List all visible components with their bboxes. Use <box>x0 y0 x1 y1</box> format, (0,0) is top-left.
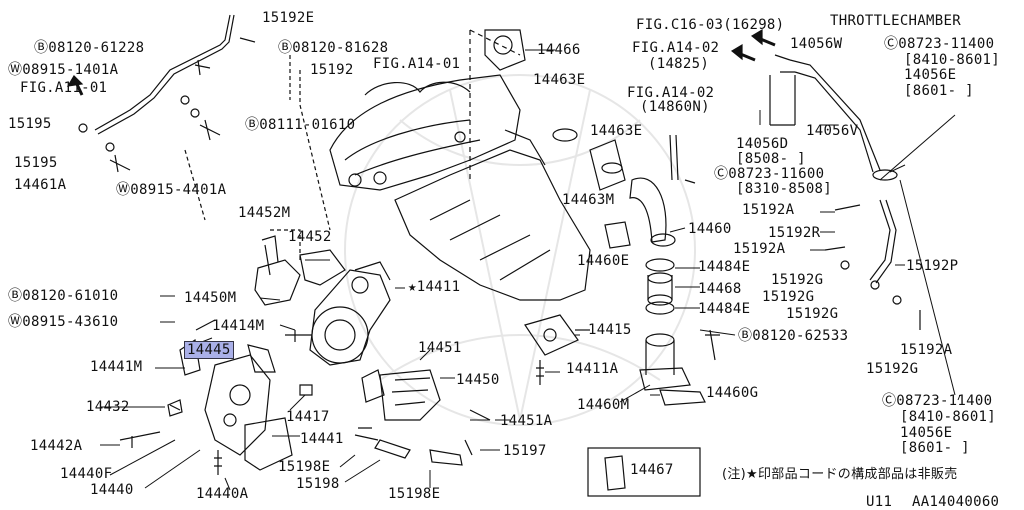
label-14460G: 14460G <box>706 385 759 401</box>
water-pipes-right <box>769 54 921 330</box>
label-14441: 14441 <box>300 431 344 447</box>
turbocharger <box>285 261 391 366</box>
label-14484E-b: 14484E <box>698 301 751 317</box>
label-15192P: 15192P <box>906 258 959 274</box>
label-15195-a: 15195 <box>8 116 52 132</box>
label-14440A: 14440A <box>196 486 249 502</box>
heat-shields <box>254 235 441 421</box>
label-14440F: 14440F <box>60 466 113 482</box>
label-14056E-b: 14056E <box>900 425 953 441</box>
label-14415: 14415 <box>588 322 632 338</box>
label-14860N: (14860N) <box>640 99 710 115</box>
label-fig-a14-02-b: FIG.A14-02 <box>627 85 715 101</box>
label-14056V: 14056V <box>806 123 859 139</box>
label-08723-11400-a: Ⓒ08723-11400 <box>884 36 995 52</box>
label-14451-a: 14451 <box>418 340 462 356</box>
label-14460: 14460 <box>688 221 732 237</box>
label-15192A-b: 15192A <box>733 241 786 257</box>
label-15198: 15198 <box>296 476 340 492</box>
label-throttle-chamber: THROTTLECHAMBER <box>830 13 961 29</box>
leader-lines <box>100 49 961 491</box>
label-08915-4401A: Ⓦ08915-4401A <box>116 182 227 198</box>
label-14467: 14467 <box>630 462 674 478</box>
label-fig-a14-02-a: FIG.A14-02 <box>632 40 720 56</box>
label-14466: 14466 <box>537 42 581 58</box>
label-14468: 14468 <box>698 281 742 297</box>
label-15192R: 15192R <box>768 225 821 241</box>
footer-figure-code: AA14040060 <box>912 494 1000 510</box>
note-non-sale-parts: (注)★印部品コードの構成部品は非販売 <box>722 467 958 482</box>
label-14440: 14440 <box>90 482 134 498</box>
label-14463E-b: 14463E <box>590 123 643 139</box>
intake-manifold <box>329 29 591 301</box>
label-8601-a: [8601- ] <box>904 83 974 99</box>
label-14460E: 14460E <box>577 253 630 269</box>
label-08723-11600: Ⓒ08723-11600 <box>714 166 825 182</box>
label-15192G-b: 15192G <box>762 289 815 305</box>
label-08120-61010: Ⓑ08120-61010 <box>8 288 119 304</box>
footer-model-code: U11 <box>866 494 893 510</box>
label-14463M: 14463M <box>562 192 615 208</box>
label-08723-11400-b: Ⓒ08723-11400 <box>882 393 993 409</box>
label-14461A: 14461A <box>14 177 67 193</box>
arrows <box>66 28 776 96</box>
watermark-emblem <box>344 74 696 426</box>
label-08120-81628: Ⓑ08120-81628 <box>278 40 389 56</box>
label-8601-b: [8601- ] <box>900 440 970 456</box>
label-14056E-a: 14056E <box>904 67 957 83</box>
label-14463E-a: 14463E <box>533 72 586 88</box>
label-fig-c16-03: FIG.C16-03(16298) <box>636 17 785 33</box>
hoses <box>484 29 720 406</box>
oil-pipes-left <box>78 14 331 260</box>
label-14411A: 14411A <box>566 361 619 377</box>
label-14432: 14432 <box>86 399 130 415</box>
label-8310-8508: [8310-8508] <box>736 181 833 197</box>
label-14451A: 14451A <box>500 413 553 429</box>
label-08111-01610: Ⓑ08111-01610 <box>245 117 356 133</box>
label-14452: 14452 <box>288 229 332 245</box>
label-15192: 15192 <box>310 62 354 78</box>
label-14452M: 14452M <box>238 205 291 221</box>
flange-14415 <box>524 314 590 385</box>
label-8508: [8508- ] <box>736 151 806 167</box>
label-15198E-a: 15198E <box>278 459 331 475</box>
label-8410-8601-b: [8410-8601] <box>900 409 997 425</box>
small-parts <box>169 384 491 466</box>
label-15192G-d: 15192G <box>866 361 919 377</box>
label-14450: 14450 <box>456 372 500 388</box>
label-15192G-c: 15192G <box>786 306 839 322</box>
label-14056D: 14056D <box>736 136 789 152</box>
label-15192G-a: 15192G <box>771 272 824 288</box>
label-14460M: 14460M <box>577 397 630 413</box>
label-8410-8601-a: [8410-8601] <box>904 52 1001 68</box>
label-14414M: 14414M <box>212 318 265 334</box>
label-15195-b: 15195 <box>14 155 58 171</box>
label-08120-62533: Ⓑ08120-62533 <box>738 328 849 344</box>
label-14442A: 14442A <box>30 438 83 454</box>
label-15197: 15197 <box>503 443 547 459</box>
label-14056W: 14056W <box>790 36 843 52</box>
label-15192A-a: 15192A <box>742 202 795 218</box>
label-14825: (14825) <box>648 56 710 72</box>
label-14411: ★14411 <box>408 279 461 295</box>
label-08915-1401A: Ⓦ08915-1401A <box>8 62 119 78</box>
label-14445-highlighted: 14445 <box>184 341 234 359</box>
label-14441M: 14441M <box>90 359 143 375</box>
label-fig-a14-01: FIG.A14-01 <box>373 56 461 72</box>
label-15198E-b: 15198E <box>388 486 441 502</box>
label-14450M: 14450M <box>184 290 237 306</box>
label-15192E: 15192E <box>262 10 315 26</box>
label-08120-61228: Ⓑ08120-61228 <box>34 40 145 56</box>
label-14484E-a: 14484E <box>698 259 751 275</box>
label-14417: 14417 <box>286 409 330 425</box>
label-15192A-c: 15192A <box>900 342 953 358</box>
label-08915-43610: Ⓦ08915-43610 <box>8 314 119 330</box>
label-fig-a11-01: FIG.A11-01 <box>20 80 108 96</box>
part-14467-box <box>587 447 701 497</box>
